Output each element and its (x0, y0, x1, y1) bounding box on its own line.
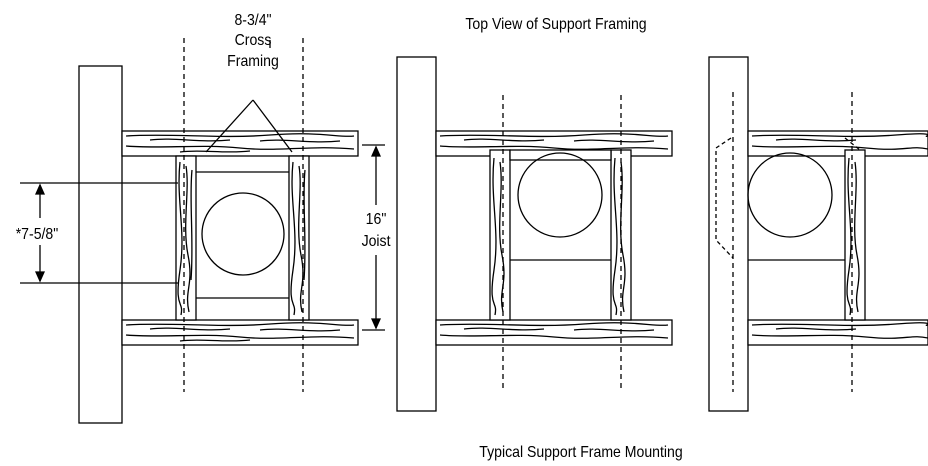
cross-framing-right (844, 149, 866, 321)
top-caption: Top View of Support Framing (465, 15, 646, 33)
bottom-joist (747, 319, 928, 346)
wall-board (708, 56, 749, 412)
detail-1 (20, 38, 385, 424)
cross-framing-left (489, 149, 511, 321)
opening-circle (201, 192, 285, 276)
wall-board (78, 65, 123, 424)
bottom-joist (121, 319, 359, 346)
opening-circle (517, 152, 603, 238)
cross-framing-label-line2: Framing (227, 52, 279, 70)
joist-size-label: 16" (366, 210, 387, 228)
cross-framing-left (175, 155, 197, 321)
bottom-joist (435, 319, 673, 346)
detail-3 (708, 56, 928, 412)
cross-framing-size-label: 8-3/4" (234, 11, 271, 29)
detail-2 (396, 56, 673, 412)
cross-framing-right (288, 155, 310, 321)
opening-size-label: *7-5/8" (16, 225, 59, 243)
top-joist (121, 130, 359, 157)
wall-board (396, 56, 437, 412)
joist-word-label: Joist (362, 232, 392, 250)
cross-framing-label-line1: Cross (235, 31, 272, 49)
bottom-caption: Typical Support Frame Mounting (479, 443, 682, 461)
top-joist (747, 130, 928, 157)
opening-circle (747, 152, 833, 238)
